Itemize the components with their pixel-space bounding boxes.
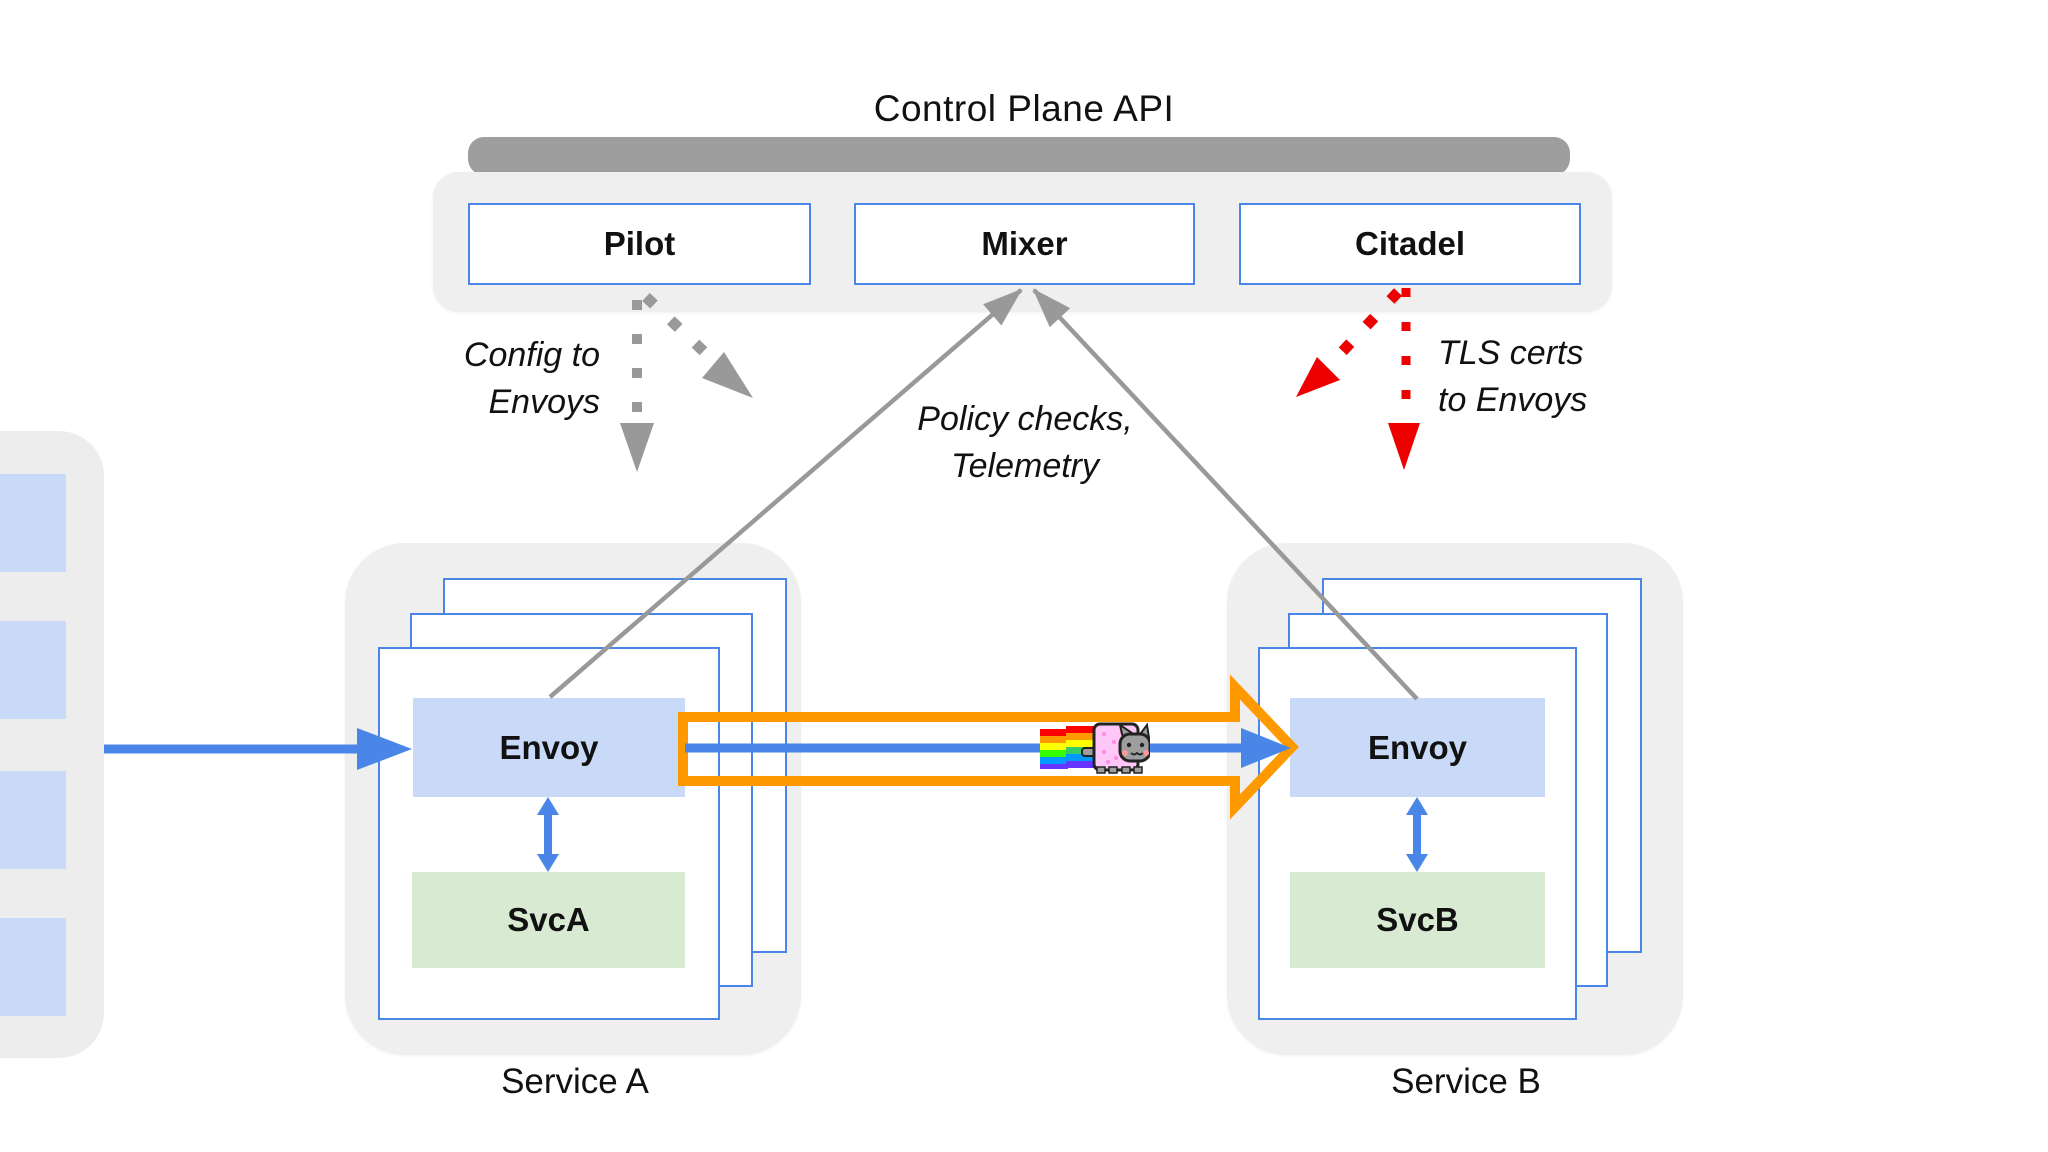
citadel-box: Citadel: [1239, 203, 1581, 285]
left-workload-tile: [0, 771, 66, 869]
left-workload-tile: [0, 621, 66, 719]
policy-telemetry-note: Policy checks, Telemetry: [917, 400, 1133, 485]
citadel-label: Citadel: [1354, 225, 1466, 262]
pilot-label: Pilot: [603, 225, 676, 262]
left-workload-tile: [0, 918, 66, 1016]
service-b-label: Service B: [1391, 1062, 1541, 1101]
service-a-workload-box: SvcA: [412, 872, 685, 968]
pilot-box: Pilot: [468, 203, 811, 285]
left-workload-tile: [0, 474, 66, 572]
mixer-label: Mixer: [981, 225, 1068, 262]
service-a-envoy-box: Envoy: [413, 698, 685, 797]
service-a-label: Service A: [501, 1062, 649, 1101]
mixer-box: Mixer: [854, 203, 1195, 285]
service-b-envoy-label: Envoy: [1367, 728, 1468, 766]
service-a-envoy-label: Envoy: [499, 728, 599, 766]
config-arrow-vertical-head: [620, 423, 654, 472]
tls-arrow-vertical-head: [1388, 423, 1420, 470]
control-plane-title: Control Plane API: [873, 88, 1175, 129]
service-b-envoy-box: Envoy: [1290, 698, 1545, 797]
control-plane-api-bar: [468, 137, 1570, 175]
service-b-workload-label: SvcB: [1376, 901, 1459, 938]
tls-certs-note: TLS certs to Envoys: [1438, 334, 1588, 419]
config-arrow-diagonal-head: [702, 352, 753, 398]
service-b-workload-box: SvcB: [1290, 872, 1545, 968]
service-a-workload-label: SvcA: [507, 901, 590, 938]
tls-arrow-diagonal-head: [1296, 357, 1340, 397]
config-to-envoys-note: Config to Envoys: [463, 336, 600, 421]
nyan-cat-icon: [1040, 722, 1150, 774]
